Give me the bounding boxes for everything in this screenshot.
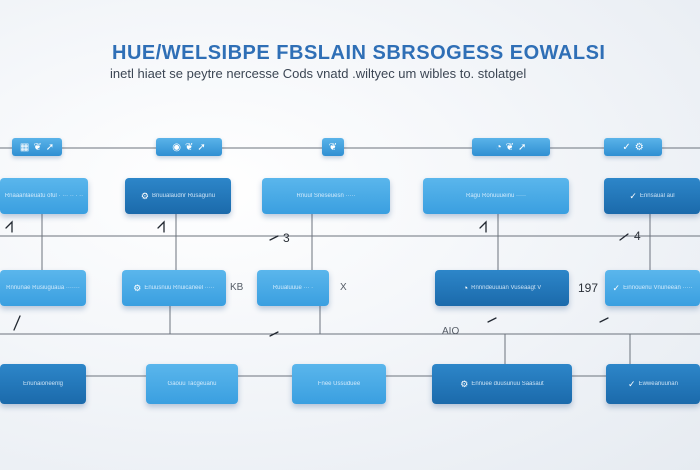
step-label-197: 197: [578, 281, 599, 295]
step-label-4: 4: [634, 229, 641, 243]
page-title: HUE/WELSIBPE FBSLAIN SBRSOGESS EOWALSI: [112, 42, 606, 64]
arrow-mark: [619, 233, 629, 241]
node-label: Rnaaanlaeuatu oful · ··· ·· · ··: [4, 192, 84, 199]
icon-chip-4[interactable]: ◔ ❦ ➚: [472, 138, 550, 156]
gear-icon: ⚙: [460, 378, 469, 389]
node-r1-4[interactable]: Ragu Ronuuueinu ·····: [423, 178, 569, 214]
leaf-icon: ❦: [33, 141, 42, 153]
icon-chip-3[interactable]: ❦: [322, 138, 344, 156]
node-label: Ewweanuunan: [638, 380, 678, 387]
node-r2-5[interactable]: ✓ Einnouenu Vnuneean ·····: [605, 270, 700, 306]
node-label: Ragu Ronuuueinu ·····: [465, 192, 527, 199]
node-r1-3[interactable]: Rnuul Sneseuesn ·····: [262, 178, 390, 214]
node-r1-2[interactable]: ⚙ Bnuualaudnr Rusagunu: [125, 178, 231, 214]
icon-chip-1[interactable]: ▦ ❦ ➚: [12, 138, 62, 156]
node-r3-1[interactable]: Enunaioneenlg: [0, 364, 86, 404]
node-r3-3[interactable]: Fnee Ussuduee: [292, 364, 386, 404]
node-r2-1[interactable]: Rnnunae Rusiuguaua ·······: [0, 270, 86, 306]
node-label: Rnuul Sneseuesn ·····: [296, 192, 356, 199]
node-r2-2[interactable]: ⚙ Enuusnuu Rnuicaneel ·····: [122, 270, 226, 306]
arrow-mark: [269, 331, 279, 337]
page-subtitle: inetl hiaet se peytre nercesse Cods vnat…: [110, 66, 527, 81]
node-label: Rnnndeuuuan Vuseaagt V: [471, 284, 542, 291]
node-label: Ruualuuue ··· ·: [272, 284, 314, 291]
node-label: Enunaioneenlg: [22, 380, 64, 387]
chart-icon: ◔: [495, 141, 502, 153]
grid-icon: ▦: [19, 141, 30, 153]
gear-icon: ⚙: [634, 141, 644, 153]
leaf-icon: ❦: [505, 141, 515, 153]
node-label: Einnouenu Vnuneean ·····: [623, 284, 693, 291]
gear-icon: ⚙: [140, 190, 149, 201]
arrow-mark: [157, 220, 165, 233]
check-icon: ✓: [622, 141, 631, 153]
chart-icon: ◔: [462, 282, 469, 293]
node-r3-2[interactable]: Gaouu Tacgeuanu: [146, 364, 238, 404]
icon-chip-2[interactable]: ◉ ❦ ➚: [156, 138, 222, 156]
check-icon: ✓: [612, 282, 621, 293]
check-icon: ✓: [629, 190, 637, 201]
node-r2-3[interactable]: Ruualuuue ··· ·: [257, 270, 329, 306]
arrow-icon: ➚: [518, 141, 527, 153]
node-label: Bnuualaudnr Rusagunu: [152, 192, 216, 199]
arrow-mark: [599, 317, 609, 323]
node-label: Ennuee duusunuu Saasaut: [471, 380, 544, 387]
node-label: Rnnunae Rusiuguaua ·······: [6, 284, 80, 291]
icon-chip-5[interactable]: ✓ ⚙: [604, 138, 662, 156]
check-icon: ✓: [628, 378, 636, 389]
node-r3-4[interactable]: ⚙ Ennuee duusunuu Saasaut: [432, 364, 572, 404]
leaf-icon: ❦: [184, 141, 194, 153]
step-label-kb: KB: [230, 282, 244, 293]
node-label: Fnee Ussuduee: [317, 380, 361, 387]
node-label: Ennsaual aul: [639, 192, 675, 199]
arrow-mark: [487, 317, 497, 323]
node-r3-5[interactable]: ✓ Ewweanuunan: [606, 364, 700, 404]
arrow-mark: [13, 315, 21, 331]
step-label-aio: AIO: [442, 326, 460, 337]
arrow-icon: ➚: [197, 141, 206, 153]
gear-icon: ⚙: [133, 282, 142, 293]
arrow-mark: [479, 220, 487, 233]
step-label-x: X: [340, 282, 347, 293]
node-label: Gaouu Tacgeuanu: [167, 380, 217, 387]
node-label: Enuusnuu Rnuicaneel ·····: [144, 284, 215, 291]
step-label-3: 3: [283, 231, 290, 245]
arrow-icon: ➚: [45, 141, 55, 153]
arrow-mark: [5, 220, 13, 233]
eye-icon: ◉: [172, 141, 181, 153]
node-r2-4[interactable]: ◔ Rnnndeuuuan Vuseaagt V: [435, 270, 569, 306]
node-r1-5[interactable]: ✓ Ennsaual aul: [604, 178, 700, 214]
leaf-icon: ❦: [328, 141, 338, 153]
node-r1-1[interactable]: Rnaaanlaeuatu oful · ··· ·· · ··: [0, 178, 88, 214]
arrow-mark: [269, 235, 279, 241]
